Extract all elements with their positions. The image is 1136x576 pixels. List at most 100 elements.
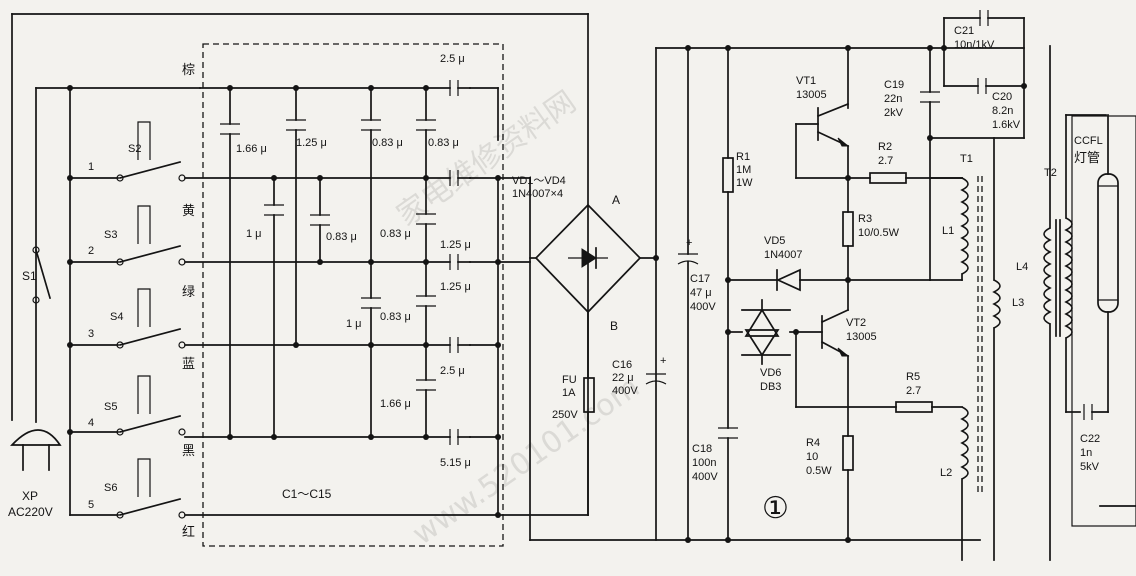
fu-volt: 250V (552, 409, 578, 421)
r1-pw: 1W (736, 177, 753, 189)
fuse-fu: FU 1A 250V (552, 374, 595, 421)
r5-label: R5 (906, 371, 920, 383)
s3-label: S3 (104, 229, 117, 241)
cap-0p83a-label: 0.83 μ (372, 137, 403, 149)
watermark-cn: 家电维修资料网 (390, 84, 582, 233)
l4-label: L4 (1016, 261, 1028, 273)
vt1-type: 13005 (796, 89, 827, 101)
cap-2p5-label: 2.5 μ (440, 53, 465, 65)
r3-label: R3 (858, 213, 872, 225)
bridge-type: 1N4007×4 (512, 188, 563, 200)
node-a: A (612, 193, 620, 207)
plug-symbol (10, 429, 62, 446)
s4-label: S4 (110, 311, 123, 323)
switch-s3: S3 2 (67, 205, 186, 266)
watermark-group: 家电维修资料网 www.520101.com (390, 84, 646, 552)
r4-pw: 0.5W (806, 465, 832, 477)
cap-1a-label: 1 μ (246, 228, 262, 240)
vt2-label: VT2 (846, 317, 866, 329)
cap-0p83d-label: 0.83 μ (380, 228, 411, 240)
c19-label: C19 (884, 79, 904, 91)
r2-val: 2.7 (878, 155, 893, 167)
fu-rating: 1A (562, 387, 576, 399)
coil-l3 (992, 279, 1001, 329)
c16-val: 22 μ (612, 372, 634, 384)
resistor-r5: R5 2.7 (895, 371, 963, 413)
cap-1p25c-label: 1.25 μ (440, 239, 471, 251)
cap-0p83b-label: 0.83 μ (428, 137, 459, 149)
t1-label: T1 (960, 153, 973, 165)
capacitor-c19: C19 22n 2kV (884, 45, 940, 281)
cap-1p66a-label: 1.66 μ (236, 143, 267, 155)
node-5: 5 (88, 499, 94, 511)
r4-label: R4 (806, 437, 820, 449)
t2-label: T2 (1044, 167, 1057, 179)
c17-val: 47 μ (690, 287, 712, 299)
r4-val: 10 (806, 451, 818, 463)
resistor-r3: R3 10/0.5W (842, 211, 900, 311)
cap-5p15-label: 5.15 μ (440, 457, 471, 469)
s6-label: S6 (104, 482, 117, 494)
svg-text:+: + (686, 237, 692, 249)
s2-label: S2 (128, 143, 141, 155)
capacitor-c20: C20 8.2n 1.6kV (929, 47, 1027, 139)
node-1: 1 (88, 161, 94, 173)
cap-1p25a-label: 1.25 μ (296, 137, 327, 149)
mains-label: AC220V (8, 505, 53, 519)
bridge-rectifier: VD1～VD4 1N4007×4 A B (512, 175, 659, 516)
node-2: 2 (88, 245, 94, 257)
transistor-vt1: VT1 13005 (795, 45, 871, 213)
coil-l4 (1064, 217, 1073, 339)
svg-text:+: + (660, 355, 666, 367)
coil-l2 (960, 406, 969, 480)
vt2-type: 13005 (846, 331, 877, 343)
c22-label: C22 (1080, 433, 1100, 445)
c16-volt: 400V (612, 385, 638, 397)
mains-section: XP AC220V S1 S2 1 S3 2 (8, 13, 589, 540)
resistor-r2: R2 2.7 (869, 141, 963, 184)
switch-s4: S4 3 (67, 288, 186, 349)
c20-volt: 1.6kV (992, 119, 1021, 131)
bridge-label: VD1～VD4 (512, 175, 566, 187)
cap-1p66b-label: 1.66 μ (380, 398, 411, 410)
l2-label: L2 (940, 467, 952, 479)
capacitor-c22: C22 1n 5kV (1065, 404, 1109, 473)
resistor-r4: R4 10 0.5W (806, 435, 854, 543)
c18-val: 100n (692, 457, 716, 469)
c19-volt: 2kV (884, 107, 904, 119)
cap-0p83c-label: 0.83 μ (326, 231, 357, 243)
fu-label: FU (562, 374, 577, 386)
capacitor-bank-box (202, 43, 504, 547)
vd5-type: 1N4007 (764, 249, 803, 261)
resistor-r1: R1 1M 1W (722, 45, 753, 429)
figure-mark: ① (762, 491, 789, 526)
wire-black: 黑 (182, 444, 195, 459)
cap-1p25d-label: 1.25 μ (440, 281, 471, 293)
wire-blue: 蓝 (182, 357, 195, 372)
transistor-vt2: VT2 13005 (795, 308, 897, 437)
switch-s6: S6 5 (69, 458, 186, 519)
c16-label: C16 (612, 359, 632, 371)
wire-brown: 棕 (182, 63, 195, 78)
ccfl-tube (1097, 173, 1119, 313)
c22-val: 1n (1080, 447, 1092, 459)
node-b: B (610, 319, 618, 333)
switch-s5: S5 4 (67, 375, 186, 436)
capacitor-c21: C21 10n/1kV (941, 10, 1025, 139)
c20-label: C20 (992, 91, 1012, 103)
transformer-t2: T2 L4 (1016, 45, 1107, 561)
l1-label: L1 (942, 225, 954, 237)
capacitor-c17: + C17 47 μ 400V (677, 45, 716, 543)
ccfl-label: CCFL (1074, 135, 1103, 147)
c21-label: C21 (954, 25, 974, 37)
wire-yellow: 黄 (182, 204, 195, 219)
cap-1b-label: 1 μ (346, 318, 362, 330)
r2-label: R2 (878, 141, 892, 153)
l3-label: L3 (1012, 297, 1024, 309)
s1-label: S1 (22, 269, 37, 283)
r5-val: 2.7 (906, 385, 921, 397)
cap-0p83e-label: 0.83 μ (380, 311, 411, 323)
transformer-t1: T1 L1 L2 L3 (929, 137, 1024, 561)
cap-2p5b-label: 2.5 μ (440, 365, 465, 377)
